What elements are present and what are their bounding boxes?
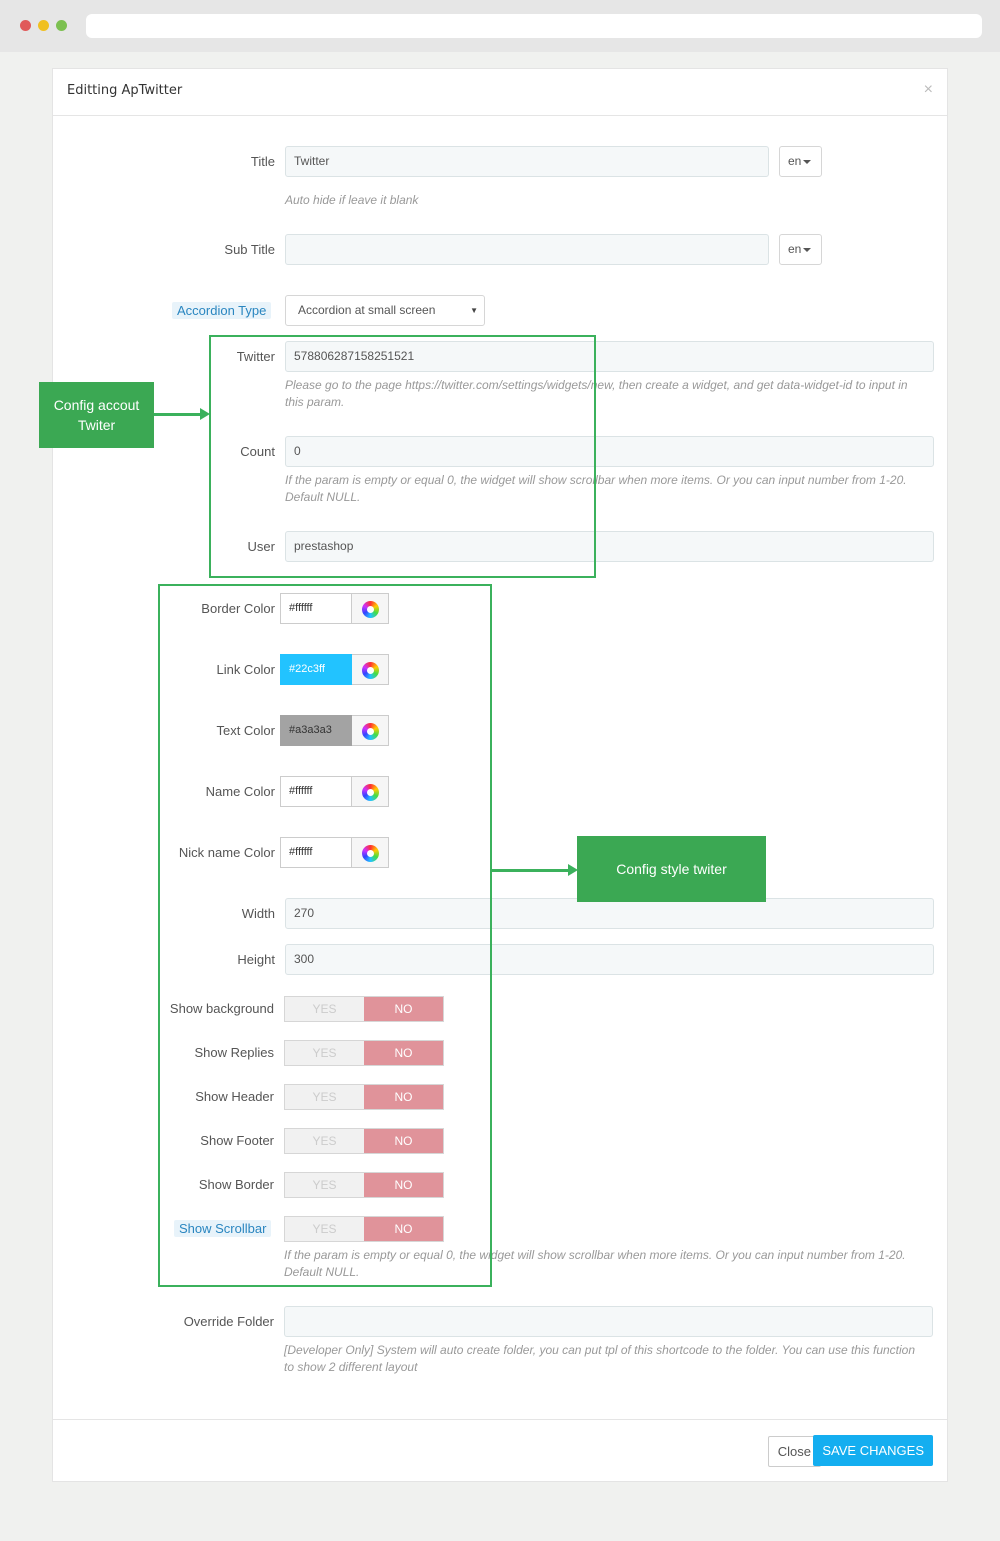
- account-annotation-text: Config accout Twiter: [53, 397, 140, 433]
- modal-footer: Close SAVE CHANGES: [53, 1419, 947, 1481]
- count-label: Count: [240, 444, 275, 459]
- sub-title-input[interactable]: [285, 234, 769, 265]
- nick-name-color-input[interactable]: #ffffff: [280, 837, 352, 868]
- toggle-no[interactable]: NO: [364, 1129, 443, 1153]
- caret-down-icon: [803, 159, 812, 164]
- twitter-widget-id-input[interactable]: 578806287158251521: [285, 341, 934, 372]
- account-annotation-note: Config accout Twiter: [39, 382, 154, 448]
- browser-chrome: [0, 0, 1000, 52]
- title-lang-label: en: [788, 154, 802, 168]
- window-maximize-dot[interactable]: [56, 20, 67, 31]
- text-color-picker[interactable]: [352, 715, 389, 746]
- toggle-no[interactable]: NO: [364, 1217, 443, 1241]
- title-label: Title: [250, 154, 275, 169]
- nick-name-color-picker[interactable]: [352, 837, 389, 868]
- toggle-yes[interactable]: YES: [285, 1085, 364, 1109]
- title-help: Auto hide if leave it blank: [285, 193, 419, 207]
- link-color-input[interactable]: #22c3ff: [280, 654, 352, 685]
- sub-title-label: Sub Title: [224, 242, 275, 257]
- modal-title: Editting ApTwitter: [67, 83, 183, 98]
- toggle-no[interactable]: NO: [364, 997, 443, 1021]
- title-input[interactable]: Twitter: [285, 146, 769, 177]
- show-scrollbar-label: Show Scrollbar: [174, 1220, 272, 1237]
- text-color-label: Text Color: [216, 723, 275, 738]
- address-bar[interactable]: [86, 14, 982, 38]
- modal-header: Editting ApTwitter ×: [53, 69, 947, 116]
- twitter-help: Please go to the page https://twitter.co…: [285, 378, 908, 409]
- arrow-right-icon: [200, 408, 210, 420]
- name-color-label: Name Color: [205, 784, 275, 799]
- border-color-input[interactable]: #ffffff: [280, 593, 352, 624]
- sub-title-lang-dropdown[interactable]: en: [779, 234, 822, 265]
- show-background-label: Show background: [169, 1001, 274, 1016]
- twitter-label: Twitter: [236, 349, 275, 364]
- scrollbar-help: If the param is empty or equal 0, the wi…: [284, 1248, 906, 1279]
- show-header-label: Show Header: [195, 1089, 274, 1104]
- height-label: Height: [237, 952, 275, 967]
- toggle-yes[interactable]: YES: [285, 1217, 364, 1241]
- accordion-type-label: Accordion Type: [172, 302, 272, 319]
- override-folder-label: Override Folder: [183, 1314, 274, 1329]
- caret-down-icon: [803, 247, 812, 252]
- title-lang-dropdown[interactable]: en: [779, 146, 822, 177]
- show-replies-label: Show Replies: [194, 1045, 275, 1060]
- toggle-no[interactable]: NO: [364, 1085, 443, 1109]
- name-color-picker[interactable]: [352, 776, 389, 807]
- window-minimize-dot[interactable]: [38, 20, 49, 31]
- toggle-yes[interactable]: YES: [285, 1129, 364, 1153]
- name-color-input[interactable]: #ffffff: [280, 776, 352, 807]
- show-footer-label: Show Footer: [200, 1133, 274, 1148]
- color-wheel-icon: [362, 723, 379, 740]
- account-annotation-line: [154, 413, 200, 416]
- accordion-type-select[interactable]: Accordion at small screen ▼: [285, 295, 485, 326]
- toggle-yes[interactable]: YES: [285, 997, 364, 1021]
- toggle-yes[interactable]: YES: [285, 1173, 364, 1197]
- color-wheel-icon: [362, 601, 379, 618]
- override-folder-input[interactable]: [284, 1306, 933, 1337]
- nick-name-color-label: Nick name Color: [178, 845, 275, 860]
- width-label: Width: [241, 906, 275, 921]
- toggle-no[interactable]: NO: [364, 1173, 443, 1197]
- window-close-dot[interactable]: [20, 20, 31, 31]
- user-input[interactable]: prestashop: [285, 531, 934, 562]
- close-button[interactable]: Close: [767, 1436, 821, 1467]
- toggle-yes[interactable]: YES: [285, 1041, 364, 1065]
- close-icon[interactable]: ×: [923, 81, 933, 98]
- toggle-no[interactable]: NO: [364, 1041, 443, 1065]
- link-color-label: Link Color: [216, 662, 275, 677]
- color-wheel-icon: [362, 845, 379, 862]
- style-annotation-text: Config style twiter: [616, 861, 727, 877]
- text-color-input[interactable]: #a3a3a3: [280, 715, 352, 746]
- style-annotation-note: Config style twiter: [577, 836, 766, 902]
- accordion-type-value: Accordion at small screen: [298, 303, 436, 317]
- override-folder-help: [Developer Only] System will auto create…: [284, 1343, 916, 1374]
- account-annotation-box: [209, 335, 596, 578]
- user-label: User: [247, 539, 275, 554]
- border-color-label: Border Color: [201, 601, 275, 616]
- save-changes-button[interactable]: SAVE CHANGES: [813, 1435, 933, 1466]
- height-input[interactable]: 300: [285, 944, 934, 975]
- count-input[interactable]: 0: [285, 436, 934, 467]
- show-border-label: Show Border: [198, 1177, 274, 1192]
- style-annotation-box: [158, 584, 492, 1287]
- link-color-picker[interactable]: [352, 654, 389, 685]
- arrow-right-icon: [568, 864, 578, 876]
- style-annotation-line: [492, 869, 569, 872]
- color-wheel-icon: [362, 784, 379, 801]
- sub-title-lang-label: en: [788, 242, 802, 256]
- dropdown-arrow-icon: ▼: [470, 306, 478, 315]
- border-color-picker[interactable]: [352, 593, 389, 624]
- color-wheel-icon: [362, 662, 379, 679]
